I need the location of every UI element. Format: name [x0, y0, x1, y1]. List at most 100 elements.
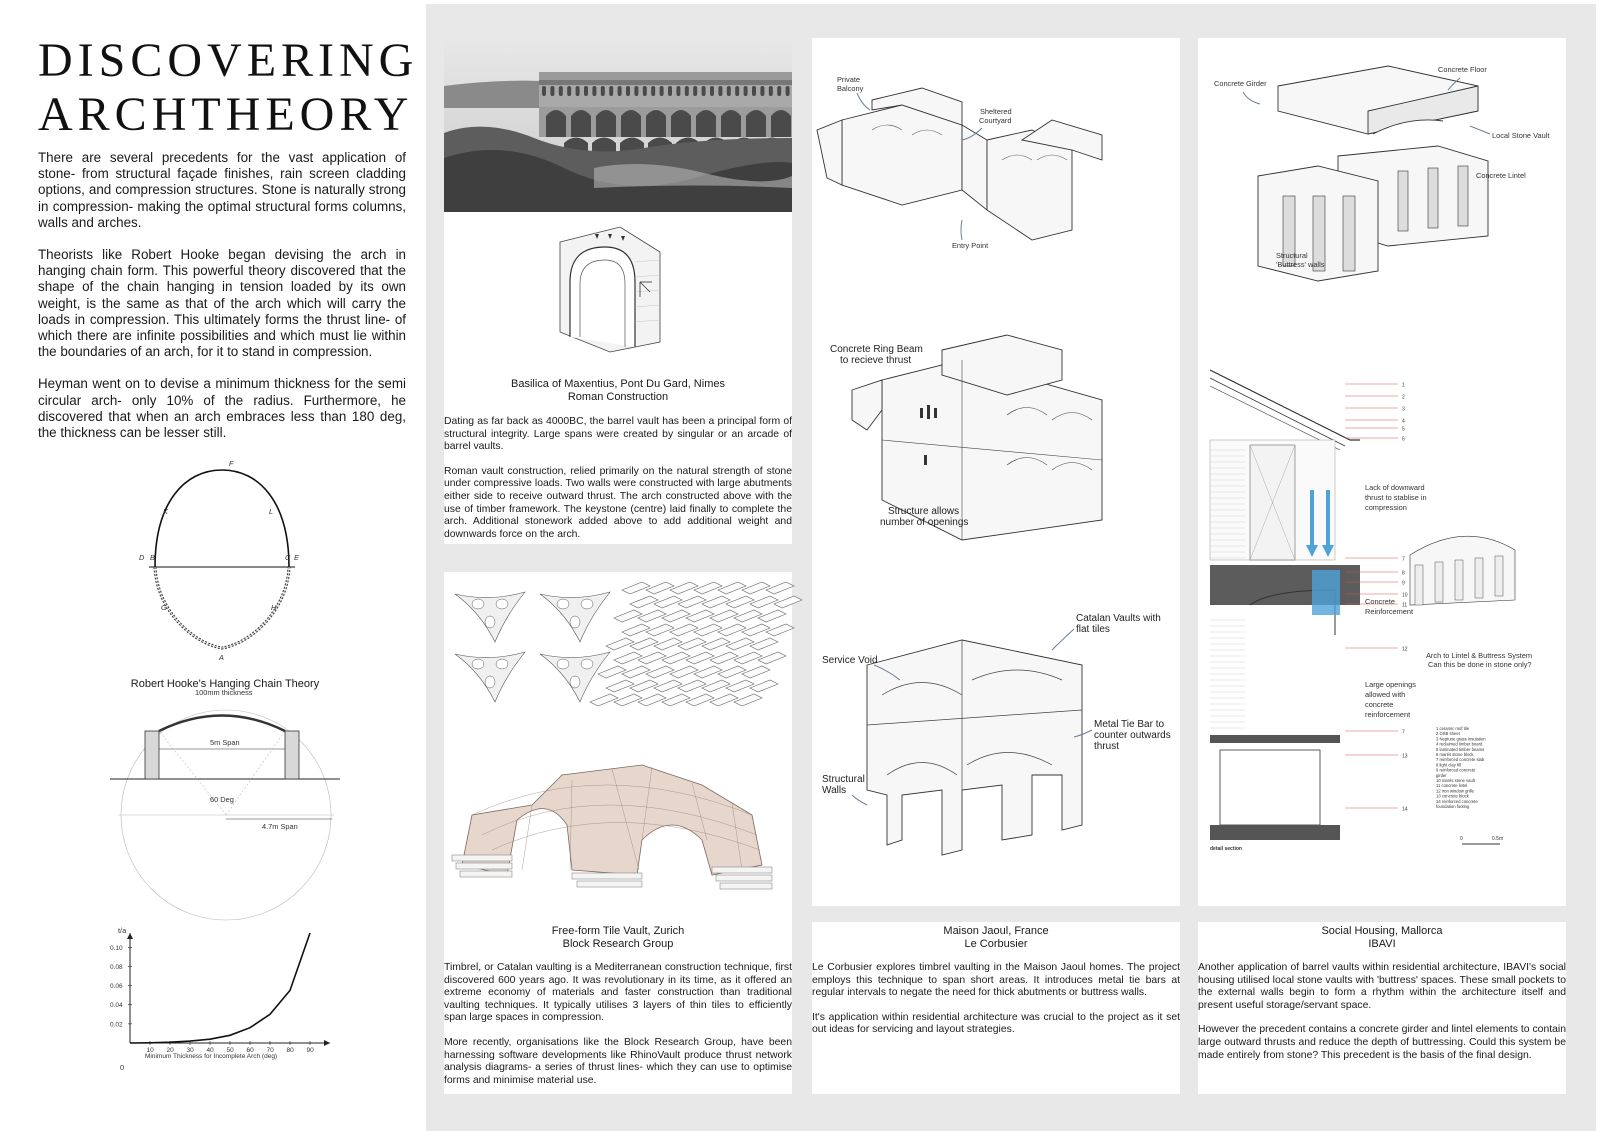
label-detail-section: detail section — [1210, 846, 1242, 852]
section-number-label: 7 — [1402, 730, 1405, 736]
legend-item: girder — [1436, 773, 1447, 778]
label-openings-1: Large openings — [1365, 680, 1416, 689]
title-line-2: ARCH THEORY — [38, 88, 408, 142]
label-reinf-2: Reinforcement — [1365, 607, 1413, 616]
scale-zero: 0 — [1460, 836, 1463, 842]
chart-origin-label: 0 — [120, 1063, 124, 1072]
label-tie-bar-3: thrust — [1094, 741, 1119, 752]
legend-item: 13 concrete block — [1436, 794, 1470, 799]
section-number-label: 5 — [1402, 427, 1405, 433]
hooke-letter-d: D — [139, 553, 145, 562]
intro-paragraph: There are several precedents for the vas… — [38, 150, 406, 230]
arch-radius-label: 4.7m Span — [262, 822, 298, 831]
hooke-letter-c: C — [285, 553, 291, 562]
caption-subtitle: Roman Construction — [567, 391, 669, 403]
legend-item: 1 ceramic roof tile — [1436, 726, 1470, 731]
hooke-letter-k: K — [163, 507, 169, 516]
label-entry-point: Entry Point — [952, 241, 988, 250]
chart-y-tick-label: 0.04 — [110, 1002, 123, 1009]
section-number-label: 2 — [1402, 395, 1405, 401]
tile-pattern-diagram — [589, 581, 803, 707]
jaoul-axonometric-1: Private Balcony Sheltered Courtyard Entr… — [816, 75, 1103, 250]
label-openings-4: reinforcement — [1365, 710, 1410, 719]
chart-y-tick-label: 0.06 — [110, 983, 123, 990]
label-ring-beam-1: Concrete Ring Beam — [830, 344, 923, 355]
legend-item: 7 reinforced concrete slab — [1436, 757, 1485, 762]
label-downward-2: thrust to stablise in — [1365, 493, 1427, 502]
chart-x-tick-label: 50 — [227, 1047, 235, 1054]
pont-du-gard-text: Dating as far back as 4000BC, the barrel… — [444, 416, 792, 553]
ibavi-text-panel — [1198, 922, 1566, 1094]
label-buttress-2: 'Buttress' walls — [1276, 260, 1325, 269]
chart-x-tick-label: 20 — [167, 1047, 175, 1054]
arch-span-label: 5m Span — [210, 738, 240, 747]
label-downward-3: compression — [1365, 503, 1407, 512]
hooke-letter-l: L — [269, 507, 273, 516]
chart-y-tick-label: 0.10 — [110, 945, 123, 952]
jaoul-axonometric-3: Catalan Vaults with flat tiles Service V… — [822, 613, 1171, 856]
chart-ylabel: t/a — [118, 926, 127, 935]
label-ring-beam-2: to recieve thrust — [840, 355, 911, 366]
caption-subtitle: Block Research Group — [562, 938, 674, 950]
scale-half-metre: 0.5m — [1492, 836, 1503, 842]
body-paragraph: Timbrel, or Catalan vaulting is a Medite… — [444, 962, 792, 1024]
label-service-void: Service Void — [822, 655, 878, 666]
page-title: DISCOVERING ARCH THEORY — [38, 34, 413, 142]
legend-item: 6 marés stone block — [1436, 752, 1474, 757]
legend-item: 14 reinforced concrete — [1436, 799, 1478, 804]
legend-item: foundation footing — [1436, 804, 1470, 809]
chart-y-tick-label: 0.08 — [110, 964, 123, 971]
caption-title: Basilica of Maxentius, Pont Du Gard, Nim… — [511, 378, 725, 390]
title-word-arch: ARCH — [38, 88, 192, 141]
section-number-label: 13 — [1402, 754, 1408, 760]
body-paragraph: However the precedent contains a concret… — [1198, 1024, 1566, 1061]
chart-x-tick-label: 70 — [267, 1047, 275, 1054]
chart-x-tick-label: 80 — [287, 1047, 295, 1054]
hooke-letter-g: G — [161, 603, 167, 612]
chart-x-tick-label: 60 — [247, 1047, 255, 1054]
tile-vault-caption: Free-form Tile Vault, Zurich Block Resea… — [444, 925, 792, 951]
intro-paragraph: Heyman went on to devise a minimum thick… — [38, 376, 406, 441]
pont-du-gard-caption: Basilica of Maxentius, Pont Du Gard, Nim… — [444, 378, 792, 404]
legend-item: 4 reclaimed timber board — [1436, 742, 1483, 747]
label-concrete-girder: Concrete Girder — [1214, 79, 1267, 88]
hooke-letter-h: H — [271, 603, 277, 612]
label-catalan-2: flat tiles — [1076, 624, 1110, 635]
caption-title: Free-form Tile Vault, Zurich — [551, 925, 685, 937]
label-walls-1: Structural — [822, 774, 865, 785]
pont-du-gard-photo — [444, 38, 792, 212]
section-number-label: 6 — [1402, 437, 1405, 443]
chart-x-tick-label: 40 — [207, 1047, 215, 1054]
legend-item: 2 OSB sheet — [1436, 731, 1461, 736]
ibavi-text: Another application of barrel vaults wit… — [1198, 962, 1566, 1074]
label-tie-bar-1: Metal Tie Bar to — [1094, 719, 1164, 730]
label-courtyard-1: Sheltered — [980, 107, 1012, 116]
label-concrete-lintel: Concrete Lintel — [1476, 171, 1526, 180]
tile-vault-text: Timbrel, or Catalan vaulting is a Medite… — [444, 962, 792, 1099]
hooke-letter-a: A — [218, 653, 224, 662]
jaoul-axonometric-2: Concrete Ring Beam to recieve thrust Str… — [830, 334, 1103, 541]
label-concrete-floor: Concrete Floor — [1438, 65, 1487, 74]
ibavi-caption: Social Housing, Mallorca IBAVI — [1198, 925, 1566, 951]
body-paragraph: Dating as far back as 4000BC, the barrel… — [444, 416, 792, 453]
chart-x-tick-label: 30 — [187, 1047, 195, 1054]
tile-vault-render — [451, 764, 773, 890]
label-courtyard-2: Courtyard — [979, 116, 1011, 125]
label-reinf-1: Concrete — [1365, 597, 1395, 606]
chart-x-tick-label: 90 — [307, 1047, 315, 1054]
hooke-caption: Robert Hooke's Hanging Chain Theory — [130, 678, 320, 690]
legend-item: 9 reinforced concrete — [1436, 768, 1476, 773]
intro-text: There are several precedents for the vas… — [38, 150, 406, 457]
caption-title: Social Housing, Mallorca — [1321, 925, 1443, 937]
thrust-network-diagrams — [454, 591, 611, 703]
section-number-label: 10 — [1402, 593, 1408, 599]
label-openings-1: Structure allows — [888, 506, 959, 517]
section-number-label: 4 — [1402, 419, 1405, 425]
legend-item: 10 marés stone vault — [1436, 778, 1476, 783]
label-openings-2: allowed with — [1365, 690, 1405, 699]
label-question-1: Arch to Lintel & Buttress System — [1426, 651, 1532, 660]
chart-series-line — [129, 932, 311, 1044]
body-paragraph: More recently, organisations like the Bl… — [444, 1036, 792, 1086]
label-private-balcony-1: Private — [837, 75, 860, 84]
